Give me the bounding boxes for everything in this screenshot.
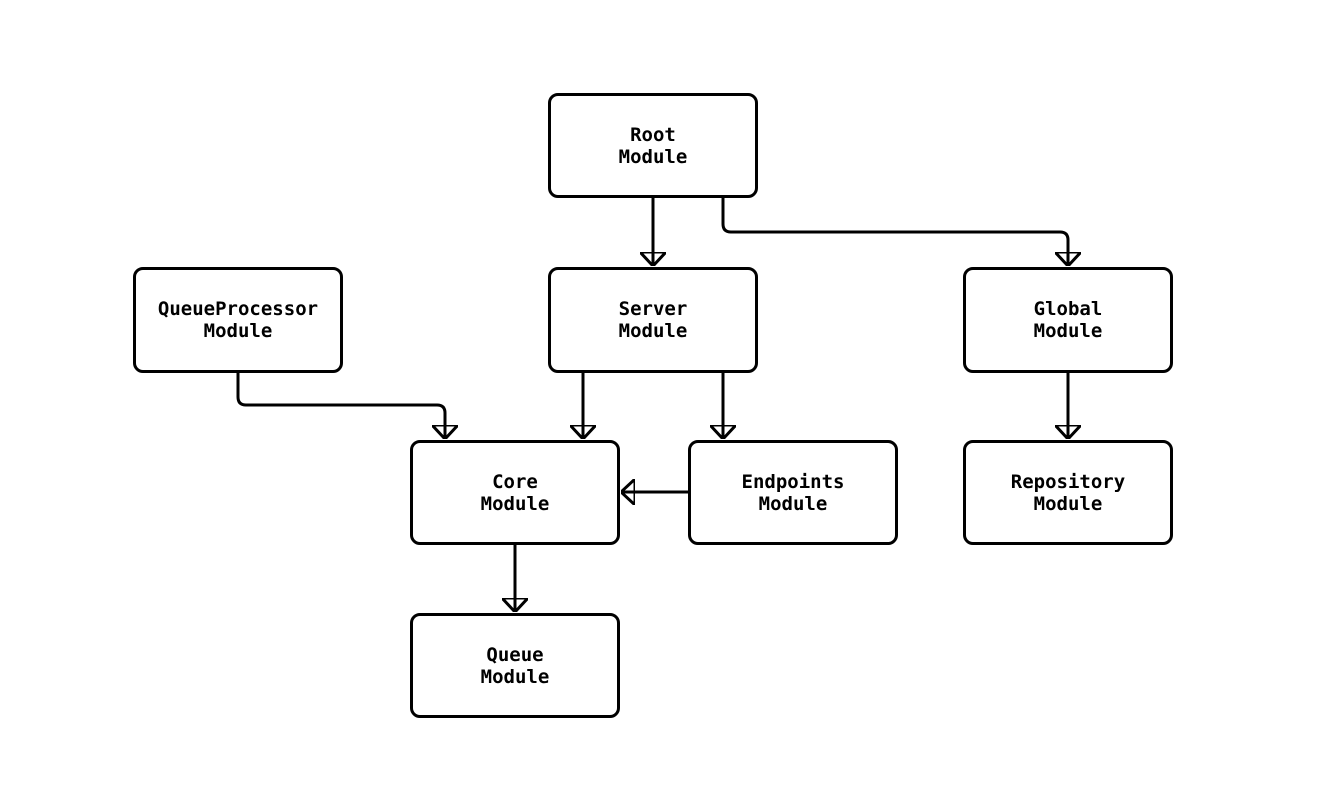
node-core-module: Core Module (410, 440, 620, 545)
node-server-module-label: Server Module (618, 298, 688, 342)
node-root-module: Root Module (548, 93, 758, 198)
node-server-module: Server Module (548, 267, 758, 373)
node-repository-module: Repository Module (963, 440, 1173, 545)
node-queue-module: Queue Module (410, 613, 620, 718)
node-root-module-label: Root Module (618, 123, 688, 168)
node-endpoints-module: Endpoints Module (688, 440, 898, 545)
node-queueprocessor-module-label: QueueProcessor Module (157, 298, 319, 342)
node-core-module-label: Core Module (480, 470, 550, 515)
node-queueprocessor-module: QueueProcessor Module (133, 267, 343, 373)
edge-queueprocessor-to-core (236, 373, 445, 438)
edge-root-to-global (721, 198, 1068, 265)
node-endpoints-module-label: Endpoints Module (741, 470, 845, 515)
node-repository-module-label: Repository Module (1010, 470, 1126, 515)
node-global-module: Global Module (963, 267, 1173, 373)
node-global-module-label: Global Module (1033, 298, 1103, 342)
node-queue-module-label: Queue Module (480, 643, 550, 688)
